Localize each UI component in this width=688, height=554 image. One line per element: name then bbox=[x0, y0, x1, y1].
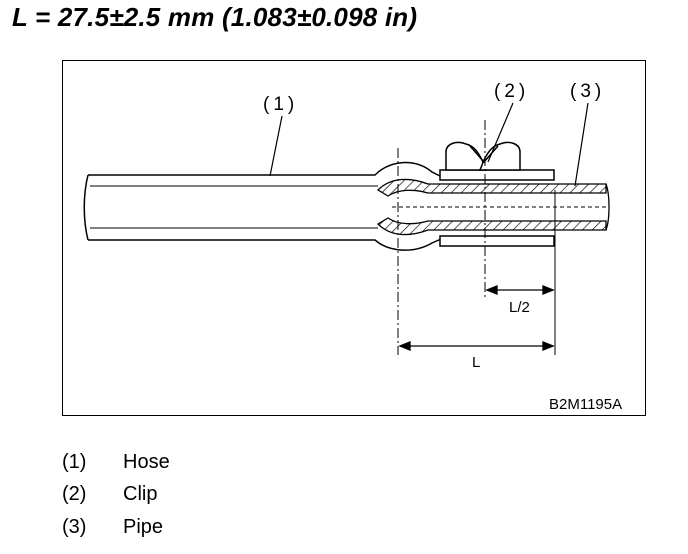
callout-clip: (2) bbox=[494, 81, 529, 102]
callout-hose: (1) bbox=[263, 94, 298, 115]
legend-item-pipe: (3) Pipe bbox=[62, 511, 170, 544]
legend-item-hose: (1) Hose bbox=[62, 446, 170, 479]
spec-title: L = 27.5±2.5 mm (1.083±0.098 in) bbox=[12, 2, 418, 32]
dimension-lines bbox=[397, 120, 556, 355]
pipe bbox=[376, 178, 610, 236]
length-label: L bbox=[472, 354, 480, 371]
legend-name: Clip bbox=[123, 483, 158, 506]
figure-code: B2M1195A bbox=[549, 396, 622, 413]
legend-number: (1) bbox=[62, 450, 87, 473]
leader-lines bbox=[269, 102, 589, 187]
figure-frame bbox=[62, 60, 646, 416]
legend-name: Pipe bbox=[123, 515, 164, 538]
legend-number: (3) bbox=[62, 515, 87, 538]
callout-pipe: (3) bbox=[570, 81, 605, 102]
legend-number: (2) bbox=[62, 483, 87, 506]
legend: (1) Hose (2) Clip (3) Pipe bbox=[62, 446, 170, 544]
hose bbox=[83, 161, 449, 251]
length-dimension bbox=[398, 341, 555, 351]
half-length-dimension bbox=[485, 285, 555, 295]
clip bbox=[439, 141, 555, 247]
legend-name: Hose bbox=[123, 450, 170, 473]
half-length-label: L/2 bbox=[509, 299, 530, 316]
legend-item-clip: (2) Clip bbox=[62, 479, 170, 512]
